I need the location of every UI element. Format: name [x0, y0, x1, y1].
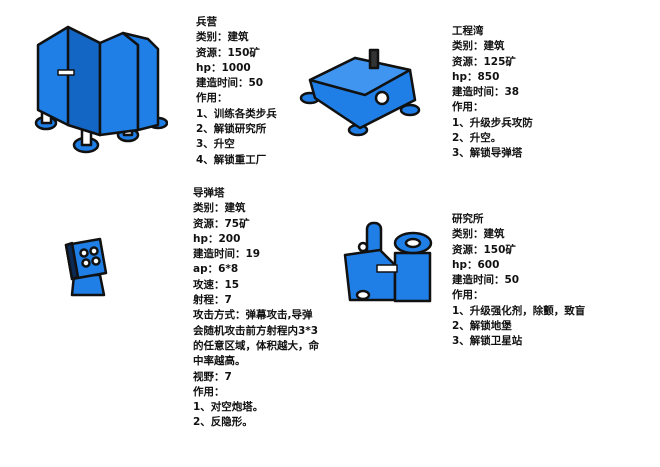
missile-turret-image [64, 237, 108, 297]
building-name: 工程湾 [452, 25, 484, 37]
building-stat-line: 作用： [193, 385, 225, 398]
building-stat-line: 作用： [452, 101, 484, 114]
research-lab-image [343, 221, 433, 303]
building-card-barracks: 兵营类别：建筑资源：150矿 hp：1000 建造时间：50 作用： 1、训练各类步兵 2… [196, 15, 277, 168]
building-stat-line: 建造时间：19 [193, 248, 261, 261]
building-card-engineering-bay: 工程湾类别：建筑资源：125矿 hp：850 建造时间：38 作用： 1、升级步兵攻防 2… [452, 24, 533, 162]
building-stat-line: 2、升空。 [452, 132, 502, 145]
building-stat-line: 射程：7 [193, 294, 232, 307]
building-stat-line: 中率越高。 [193, 355, 246, 368]
building-stat-line: ap：6*8 [193, 263, 239, 276]
building-stat-line: 类别：建筑 [196, 31, 249, 44]
building-stat-line: 1、对空炮塔。 [193, 401, 264, 414]
building-stat-line: 1、升级强化剂，除颤，致盲 [452, 304, 586, 317]
building-stat-line: hp：1000 [196, 61, 251, 74]
building-stat-line: hp：850 [452, 70, 500, 83]
engineering-bay-image [299, 48, 421, 137]
building-stat-line: 建造时间：50 [452, 274, 520, 287]
building-stat-line: 的任意区域，体积越大，命 [193, 339, 319, 352]
barracks-image [34, 25, 168, 154]
building-stat-line: 2、解锁研究所 [196, 123, 267, 136]
building-stat-line: 4、解锁重工厂 [196, 153, 267, 166]
building-stat-line: 资源：150矿 [196, 46, 260, 59]
building-stat-line: hp：200 [193, 232, 241, 245]
building-stat-line: 3、升空 [196, 138, 235, 151]
building-stat-line: 类别：建筑 [452, 228, 505, 241]
building-stat-line: hp：600 [452, 258, 500, 271]
building-stat-line: 1、升级步兵攻防 [452, 116, 533, 129]
building-stat-line: 作用： [452, 289, 484, 302]
building-stat-line: 类别：建筑 [452, 40, 505, 53]
building-name: 兵营 [196, 16, 217, 28]
building-name: 研究所 [452, 213, 484, 225]
building-stat-line: 会随机攻击前方射程内3*3 [193, 324, 319, 337]
building-card-research-lab: 研究所类别：建筑资源：150矿 hp：600 建造时间：50 作用： 1、升级强化剂，除… [452, 212, 585, 350]
building-stat-line: 资源：75矿 [193, 217, 250, 230]
building-stat-line: 资源：125矿 [452, 55, 516, 68]
building-stat-line: 攻速：15 [193, 278, 240, 291]
building-stat-line: 3、解锁导弹塔 [452, 147, 523, 160]
building-stat-line: 1、训练各类步兵 [196, 107, 277, 120]
building-stat-line: 建造时间：50 [196, 77, 264, 90]
building-stat-line: 建造时间：38 [452, 86, 520, 99]
building-stat-line: 类别：建筑 [193, 202, 246, 215]
building-stat-line: 资源：150矿 [452, 243, 516, 256]
building-stat-line: 2、反隐形。 [193, 416, 253, 429]
building-stat-line: 视野：7 [193, 370, 232, 383]
building-stat-line: 攻击方式：弹幕攻击,导弹 [193, 309, 313, 322]
building-name: 导弹塔 [193, 187, 225, 199]
building-card-missile-turret: 导弹塔类别：建筑资源：75矿 hp：200 建造时间：19 ap：6*8 攻速：15 射程… [193, 186, 319, 431]
building-stat-line: 2、解锁地堡 [452, 320, 512, 333]
building-stat-line: 作用： [196, 92, 228, 105]
building-stat-line: 3、解锁卫星站 [452, 335, 523, 348]
